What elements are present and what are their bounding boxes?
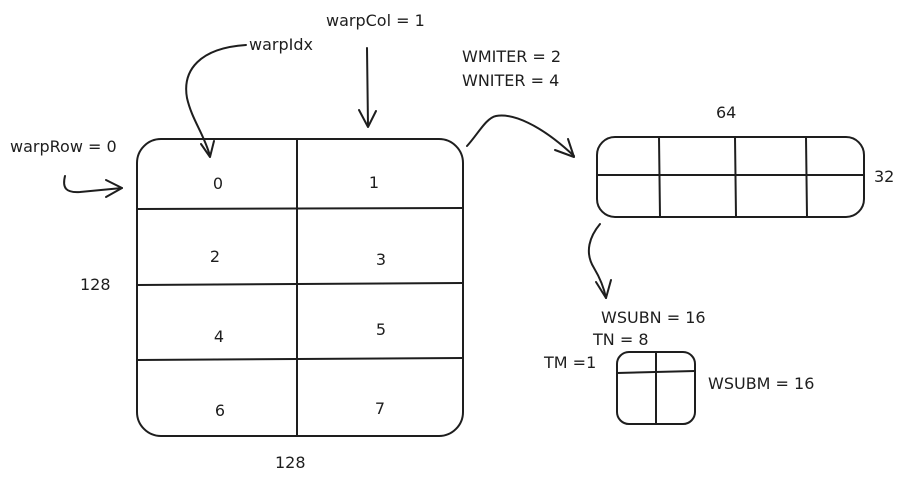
warp-idx-arrow bbox=[185, 44, 247, 157]
warp-subtile-col-divider-1 bbox=[658, 136, 661, 218]
block-tile-row-divider-3 bbox=[136, 357, 464, 361]
warp-cell-4: 4 bbox=[214, 327, 224, 346]
warp-to-thread-arrowhead bbox=[595, 279, 612, 299]
warp-row-label: warpRow = 0 bbox=[10, 137, 117, 156]
warp-cell-6: 6 bbox=[215, 401, 225, 420]
thread-tile-row-divider bbox=[616, 370, 696, 374]
warp-col-arrowhead bbox=[358, 109, 377, 128]
warp-subtile-col-divider-3 bbox=[805, 136, 808, 218]
block-tile-row-divider-1 bbox=[136, 207, 464, 210]
block-height-label: 128 bbox=[80, 275, 111, 294]
subtile-width-label: 64 bbox=[716, 103, 736, 122]
warp-col-arrow bbox=[366, 47, 369, 127]
block-tile-row-divider-2 bbox=[136, 282, 464, 286]
warp-cell-7: 7 bbox=[375, 399, 385, 418]
warp-cell-2: 2 bbox=[210, 247, 220, 266]
wsubm-label: WSUBM = 16 bbox=[708, 374, 814, 393]
wmiter-label: WMITER = 2 bbox=[462, 47, 561, 66]
warp-cell-0: 0 bbox=[213, 174, 223, 193]
wsubn-label: WSUBN = 16 bbox=[601, 308, 706, 327]
subtile-height-label: 32 bbox=[874, 167, 894, 186]
warp-subtile-col-divider-2 bbox=[734, 136, 737, 218]
warp-row-arrow bbox=[63, 175, 123, 194]
warp-row-arrowhead bbox=[105, 179, 123, 198]
tm-label: TM =1 bbox=[543, 353, 596, 372]
warp-subtile bbox=[596, 136, 865, 218]
block-tile bbox=[136, 138, 464, 437]
warp-idx-arrowhead bbox=[200, 140, 215, 158]
warp-cell-3: 3 bbox=[376, 250, 386, 269]
warp-cell-1: 1 bbox=[369, 173, 379, 192]
warp-idx-label: warpIdx bbox=[249, 35, 313, 54]
warp-cell-5: 5 bbox=[376, 320, 386, 339]
warp-to-thread-arrow bbox=[587, 223, 607, 299]
block-to-warp-arrow bbox=[466, 114, 575, 157]
block-to-warp-arrowhead bbox=[554, 138, 575, 158]
tn-label: TN = 8 bbox=[592, 330, 649, 349]
wniter-label: WNITER = 4 bbox=[462, 71, 559, 90]
warp-col-label: warpCol = 1 bbox=[326, 11, 425, 30]
block-width-label: 128 bbox=[275, 453, 306, 472]
